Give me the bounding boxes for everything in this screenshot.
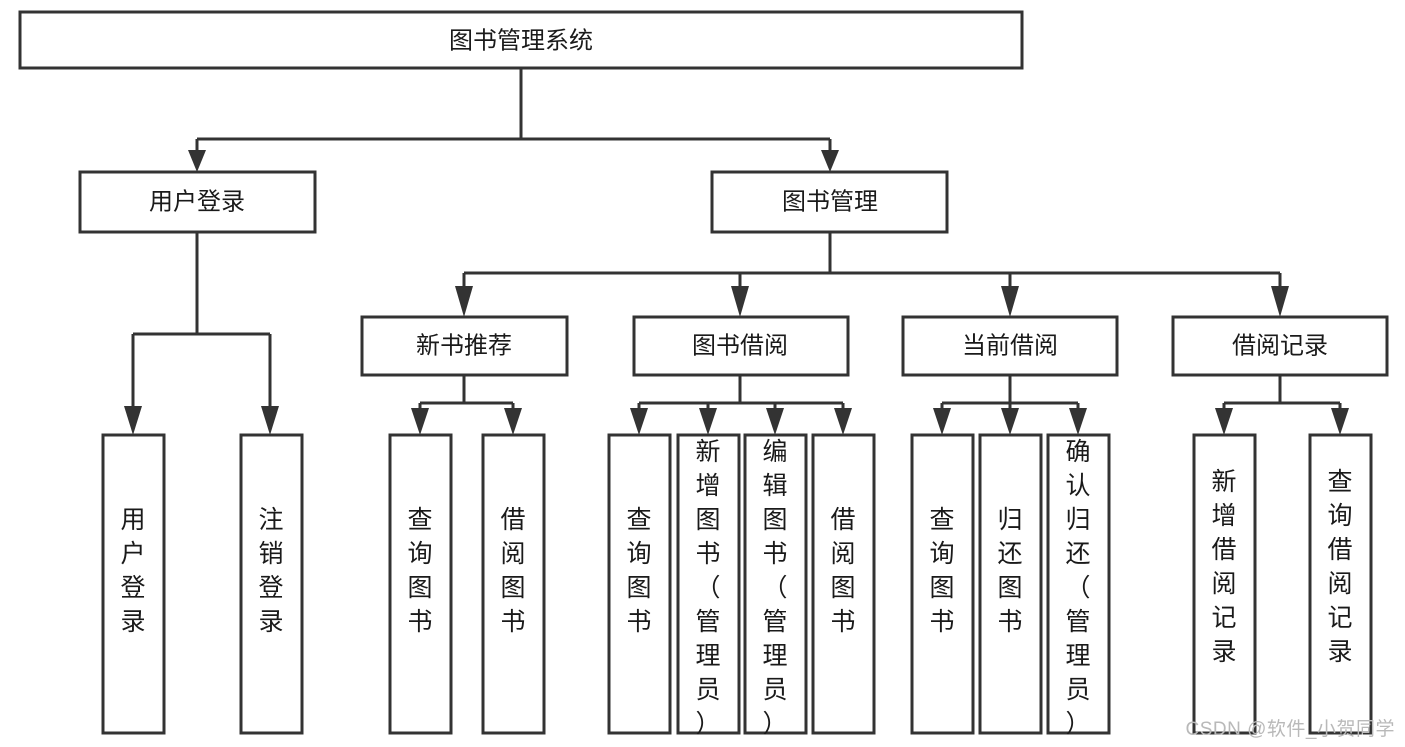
- node-leaf-edit-book-label: 编辑图书（管理员）: [762, 438, 787, 738]
- node-leaf-borrow-book-2-box[interactable]: [811, 433, 876, 735]
- node-leaf-add-book-label: 新增图书（管理员）: [695, 438, 720, 738]
- node-leaf-query-book-1-box[interactable]: [388, 433, 453, 735]
- node-leaf-query-book-2-box[interactable]: [607, 433, 672, 735]
- arrowhead-leaf-query-book-2: [630, 408, 648, 435]
- node-new-book-recommend[interactable]: 新书推荐: [360, 315, 569, 377]
- node-leaf-query-book-1[interactable]: 查询图书: [388, 433, 453, 735]
- arrowhead-leaf-confirm-return: [1069, 408, 1087, 435]
- node-leaf-query-record-box[interactable]: [1308, 433, 1373, 735]
- node-leaf-query-book-2[interactable]: 查询图书: [607, 433, 672, 735]
- node-leaf-return-book-box[interactable]: [978, 433, 1043, 735]
- arrowhead-book-manage: [821, 150, 839, 172]
- arrowhead-borrow-record: [1271, 286, 1289, 317]
- node-leaf-user-login-box[interactable]: [101, 433, 166, 735]
- node-leaf-query-record[interactable]: 查询借阅记录: [1308, 433, 1373, 735]
- node-leaf-query-book-2-label: 查询图书: [626, 506, 651, 636]
- node-leaf-add-book-box[interactable]: [676, 433, 741, 735]
- node-leaf-borrow-book-1[interactable]: 借阅图书: [481, 433, 546, 735]
- node-user-login-box[interactable]: [78, 170, 317, 234]
- node-borrow-record[interactable]: 借阅记录: [1171, 315, 1389, 377]
- node-leaf-edit-book[interactable]: 编辑图书（管理员）: [743, 433, 808, 738]
- arrowhead-leaf-borrow-book-1: [504, 408, 522, 435]
- arrowhead-user-login: [188, 150, 206, 172]
- arrowhead-leaf-query-book-1: [411, 408, 429, 435]
- node-leaf-query-record-label: 查询借阅记录: [1327, 468, 1352, 666]
- node-leaf-borrow-book-2-label: 借阅图书: [830, 506, 855, 636]
- node-book-manage-label: 图书管理: [782, 188, 878, 215]
- node-leaf-logout-login-label: 注销登录: [258, 506, 283, 636]
- node-leaf-add-record[interactable]: 新增借阅记录: [1192, 433, 1257, 735]
- arrowhead-leaf-return-book: [1001, 408, 1019, 435]
- node-borrow-record-box[interactable]: [1171, 315, 1389, 377]
- node-borrow-record-label: 借阅记录: [1232, 332, 1328, 359]
- node-leaf-add-book[interactable]: 新增图书（管理员）: [676, 433, 741, 738]
- node-leaf-borrow-book-2[interactable]: 借阅图书: [811, 433, 876, 735]
- node-leaf-user-login[interactable]: 用户登录: [101, 433, 166, 735]
- arrowhead-current-borrow: [1001, 286, 1019, 317]
- connector-layer: [124, 68, 1349, 435]
- arrowhead-leaf-borrow-book-2: [834, 408, 852, 435]
- arrowhead-leaf-add-book: [699, 408, 717, 435]
- node-root[interactable]: 图书管理系统: [18, 10, 1024, 70]
- arrowhead-leaf-query-book-3: [933, 408, 951, 435]
- arrowhead-new-book-recommend: [455, 286, 473, 317]
- node-leaf-logout-login[interactable]: 注销登录: [239, 433, 304, 735]
- node-leaf-confirm-return-label: 确认归还（管理员）: [1065, 438, 1090, 738]
- node-leaf-query-book-1-label: 查询图书: [407, 506, 432, 636]
- node-leaf-query-book-3[interactable]: 查询图书: [910, 433, 975, 735]
- node-leaf-query-book-3-label: 查询图书: [929, 506, 954, 636]
- node-new-book-recommend-label: 新书推荐: [416, 332, 512, 359]
- arrowhead-leaf-user-login: [124, 406, 142, 435]
- node-book-manage[interactable]: 图书管理: [710, 170, 949, 234]
- node-user-login-label: 用户登录: [149, 188, 245, 215]
- arrowhead-leaf-edit-book: [766, 408, 784, 435]
- node-current-borrow[interactable]: 当前借阅: [901, 315, 1119, 377]
- node-leaf-return-book-label: 归还图书: [997, 506, 1022, 636]
- node-root-label: 图书管理系统: [449, 27, 593, 54]
- node-leaf-user-login-label: 用户登录: [120, 506, 145, 636]
- node-book-borrow-label: 图书借阅: [692, 332, 788, 359]
- node-current-borrow-label: 当前借阅: [962, 332, 1058, 359]
- node-leaf-add-record-box[interactable]: [1192, 433, 1257, 735]
- arrowhead-leaf-add-record: [1215, 408, 1233, 435]
- node-leaf-query-book-3-box[interactable]: [910, 433, 975, 735]
- node-leaf-return-book[interactable]: 归还图书: [978, 433, 1043, 735]
- node-book-borrow-box[interactable]: [632, 315, 850, 377]
- node-root-box[interactable]: [18, 10, 1024, 70]
- node-current-borrow-box[interactable]: [901, 315, 1119, 377]
- node-new-book-recommend-box[interactable]: [360, 315, 569, 377]
- node-leaf-logout-login-box[interactable]: [239, 433, 304, 735]
- arrowhead-leaf-logout-login: [261, 406, 279, 435]
- node-leaf-edit-book-box[interactable]: [743, 433, 808, 735]
- node-leaf-borrow-book-1-label: 借阅图书: [500, 506, 525, 636]
- node-user-login[interactable]: 用户登录: [78, 170, 317, 234]
- node-leaf-add-record-label: 新增借阅记录: [1211, 468, 1236, 666]
- arrowhead-leaf-query-record: [1331, 408, 1349, 435]
- node-leaf-confirm-return-box[interactable]: [1046, 433, 1111, 735]
- arrowhead-book-borrow: [731, 286, 749, 317]
- node-book-borrow[interactable]: 图书借阅: [632, 315, 850, 377]
- node-leaf-confirm-return[interactable]: 确认归还（管理员）: [1046, 433, 1111, 738]
- node-leaf-borrow-book-1-box[interactable]: [481, 433, 546, 735]
- node-book-manage-box[interactable]: [710, 170, 949, 234]
